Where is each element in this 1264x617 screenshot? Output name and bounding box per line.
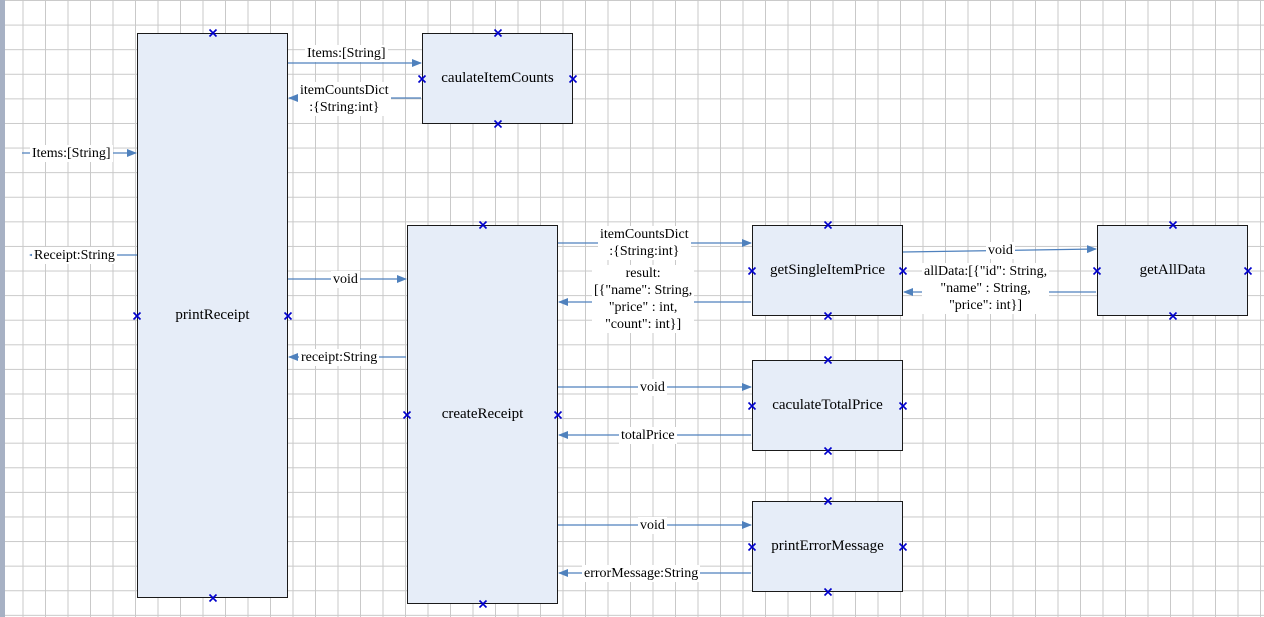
x-marker-icon [823,311,832,321]
caulate-item-counts-label: caulateItemCounts [441,70,554,86]
create-receipt-label: createReceipt [441,406,524,422]
print-error-message-box[interactable]: printErrorMessage [752,501,903,592]
x-marker-icon [747,266,757,275]
get-single-item-price-label: getSingleItemPrice [770,262,885,278]
x-marker-icon [402,410,412,419]
x-marker-icon [1168,311,1177,321]
get-single-item-price-box[interactable]: getSingleItemPrice [752,225,903,316]
label-all-data-return: allData:[{"id": String, "name" : String,… [922,263,1050,314]
label-counts-return: itemCountsDict :{String:int} [298,82,391,116]
label-items-to-counts: Items:[String] [305,45,388,62]
label-price-result: result: [{"name": String, "price" : int,… [592,265,695,333]
x-marker-icon [747,401,757,410]
x-marker-icon [823,587,832,597]
label-void-to-total: void [638,379,667,396]
x-marker-icon [1092,266,1102,275]
x-marker-icon [747,542,757,551]
label-output-receipt: Receipt:String [32,247,117,264]
x-marker-icon [898,542,908,551]
label-error-message-return: errorMessage:String [582,565,701,582]
x-marker-icon [417,74,427,83]
label-void-to-all-data: void [986,242,1015,259]
print-error-message-label: printErrorMessage [771,538,884,554]
print-receipt-box[interactable]: printReceipt [137,33,288,598]
x-marker-icon [823,446,832,456]
x-marker-icon [823,496,832,506]
label-receipt-return: receipt:String [299,349,380,366]
x-marker-icon [493,119,502,129]
x-marker-icon [208,593,217,603]
label-void-to-error: void [638,517,667,534]
caulate-item-counts-box[interactable]: caulateItemCounts [422,33,573,124]
left-ruler [0,0,5,617]
x-marker-icon [1243,266,1253,275]
get-all-data-box[interactable]: getAllData [1097,225,1248,316]
x-marker-icon [568,74,578,83]
label-counts-to-price: itemCountsDict :{String:int} [598,226,691,260]
x-marker-icon [478,220,487,230]
label-total-price-return: totalPrice [619,427,677,444]
x-marker-icon [823,355,832,365]
get-all-data-label: getAllData [1139,262,1206,278]
x-marker-icon [493,28,502,38]
x-marker-icon [553,410,563,419]
x-marker-icon [898,401,908,410]
x-marker-icon [132,311,142,320]
create-receipt-box[interactable]: createReceipt [407,225,558,604]
label-void-to-create: void [331,271,360,288]
x-marker-icon [823,220,832,230]
x-marker-icon [478,599,487,609]
x-marker-icon [208,28,217,38]
print-receipt-label: printReceipt [175,307,250,323]
x-marker-icon [1168,220,1177,230]
x-marker-icon [283,311,293,320]
label-input-items: Items:[String] [30,145,113,162]
x-marker-icon [898,266,908,275]
caculate-total-price-label: caculateTotalPrice [772,397,883,413]
caculate-total-price-box[interactable]: caculateTotalPrice [752,360,903,451]
